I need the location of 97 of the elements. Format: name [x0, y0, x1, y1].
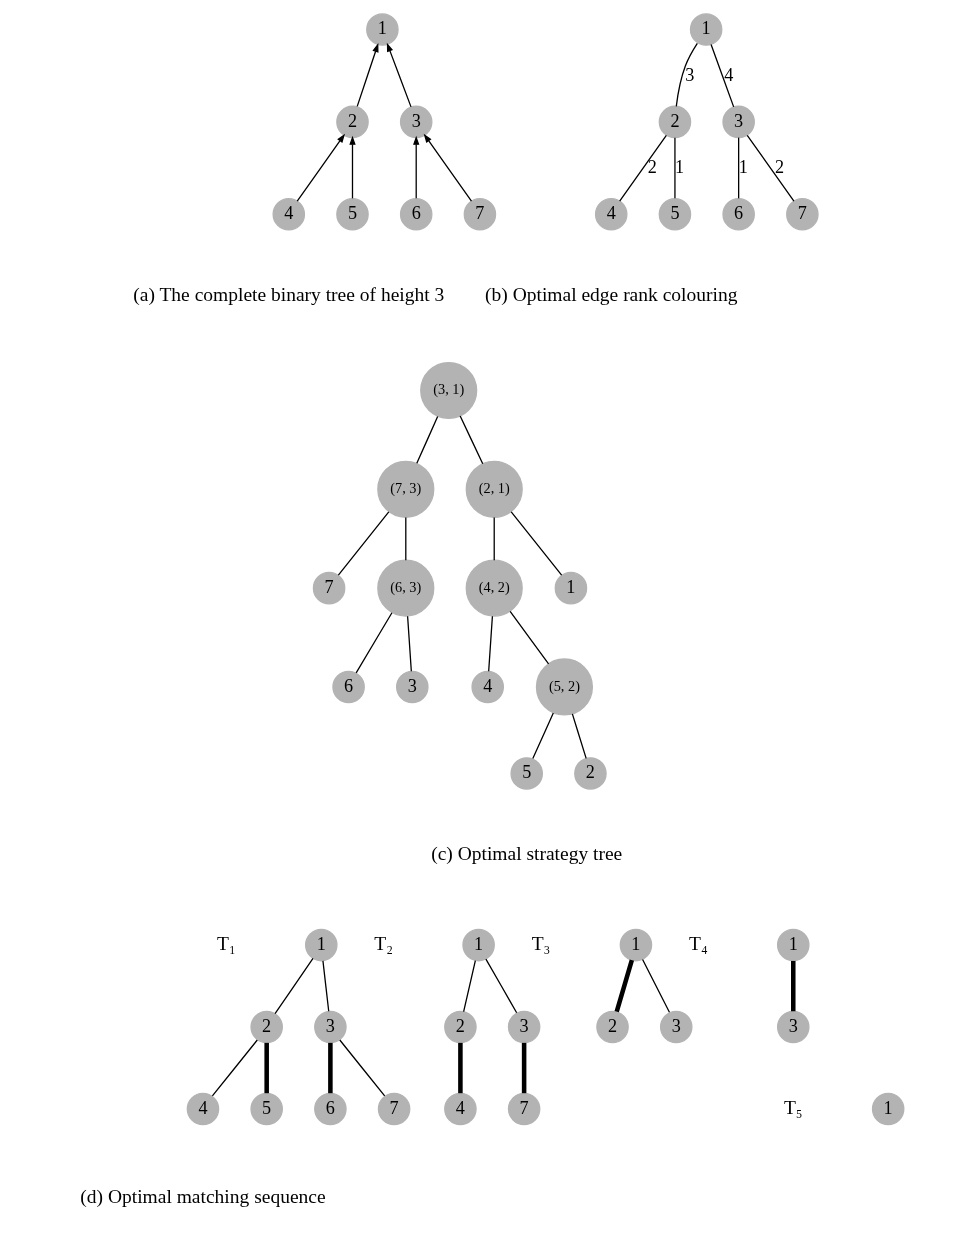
connector: [322, 960, 330, 1012]
node-circle: 1: [462, 928, 495, 962]
node-circle: 5: [250, 1092, 283, 1126]
node-circle: 4: [272, 198, 306, 231]
arrow: [296, 133, 346, 202]
node-circle: 6: [399, 198, 433, 231]
label: T₅: [783, 1096, 803, 1118]
edge-label: 1: [738, 156, 748, 177]
connector: [509, 610, 550, 665]
connector: [339, 1039, 386, 1097]
connector: [619, 134, 667, 202]
label: T₁: [217, 932, 236, 954]
label: T₃: [531, 932, 551, 954]
connector: [791, 960, 796, 1012]
connector: [337, 511, 390, 576]
connector: [211, 1039, 258, 1097]
node-circle: 2: [596, 1010, 629, 1044]
arrow: [349, 135, 356, 199]
node-circle: 1: [776, 928, 810, 962]
node-circle: 4: [594, 198, 628, 231]
edge-label: 2: [775, 156, 785, 177]
node-circle: 5: [658, 198, 692, 231]
connector: [328, 1042, 333, 1094]
connector: [746, 134, 795, 202]
edge-label: 4: [724, 64, 734, 85]
connector: [674, 137, 676, 199]
node-circle: 1: [366, 13, 399, 46]
node-circle: 2: [574, 757, 607, 790]
connector: [488, 615, 494, 672]
connector: [614, 959, 635, 1013]
node-circle: 6: [314, 1092, 347, 1126]
node-circle: 1: [619, 928, 653, 962]
node-circle: 1: [305, 928, 338, 962]
node-circle: 3: [399, 105, 433, 139]
node-circle: (5, 2): [535, 658, 594, 716]
node-circle: (4, 2): [465, 559, 523, 617]
label: T₂: [374, 932, 394, 954]
connector: [459, 415, 484, 465]
label: (a) The complete binary tree of height 3: [133, 283, 445, 305]
node-circle: 3: [314, 1010, 347, 1044]
node-circle: 7: [377, 1092, 411, 1126]
node-circle: (3, 1): [420, 361, 478, 420]
node-circle: 4: [444, 1092, 477, 1126]
node-circle: 3: [507, 1010, 541, 1044]
node-circle: 6: [332, 670, 365, 704]
node-circle: (6, 3): [377, 559, 435, 617]
label: (d) Optimal matching sequence: [80, 1186, 326, 1208]
edge-label: 3: [685, 64, 695, 85]
node-circle: 2: [250, 1010, 283, 1044]
node-circle: 1: [871, 1092, 905, 1126]
label: (c) Optimal strategy tree: [431, 842, 623, 864]
connector: [463, 959, 476, 1013]
node-circle: (2, 1): [465, 460, 523, 518]
connector: [510, 511, 563, 576]
connector: [416, 415, 439, 464]
arrow: [356, 43, 379, 108]
node-circle: 4: [471, 670, 504, 704]
connector: [521, 1042, 527, 1094]
connector: [274, 957, 314, 1015]
node-circle: 2: [658, 105, 692, 139]
arrow: [423, 133, 473, 202]
node-circle: 3: [776, 1010, 810, 1044]
connector: [406, 615, 412, 672]
connector: [405, 516, 407, 561]
node-circle: 2: [444, 1010, 477, 1044]
connector: [571, 713, 587, 759]
node-circle: 7: [507, 1092, 541, 1126]
connector: [458, 1042, 463, 1094]
node-circle: 1: [689, 13, 723, 46]
connector: [264, 1042, 269, 1094]
node-circle: 5: [336, 198, 369, 231]
node-circle: 7: [463, 198, 497, 231]
connector: [493, 516, 495, 561]
connector: [485, 958, 518, 1014]
connector: [355, 612, 393, 674]
node-circle: 3: [659, 1010, 693, 1044]
label: T₄: [688, 932, 708, 954]
arrow: [386, 42, 412, 108]
node-circle: 7: [312, 571, 346, 605]
node-circle: 6: [722, 198, 755, 231]
node-circle: (7, 3): [377, 460, 435, 518]
edge-label: 1: [674, 156, 685, 177]
connector: [641, 958, 671, 1013]
node-circle: 3: [396, 670, 429, 704]
arrow: [413, 135, 420, 199]
edge-label: 2: [647, 156, 657, 177]
connector: [710, 43, 735, 108]
node-circle: 1: [554, 571, 588, 605]
connector: [738, 137, 740, 199]
node-circle: 4: [186, 1092, 220, 1126]
connector: [532, 712, 554, 760]
node-circle: 3: [722, 105, 755, 139]
connector: [675, 42, 698, 107]
node-circle: 5: [510, 757, 543, 790]
label: (b) Optimal edge rank colouring: [485, 283, 738, 305]
node-circle: 2: [336, 105, 369, 139]
node-circle: 7: [786, 198, 819, 231]
